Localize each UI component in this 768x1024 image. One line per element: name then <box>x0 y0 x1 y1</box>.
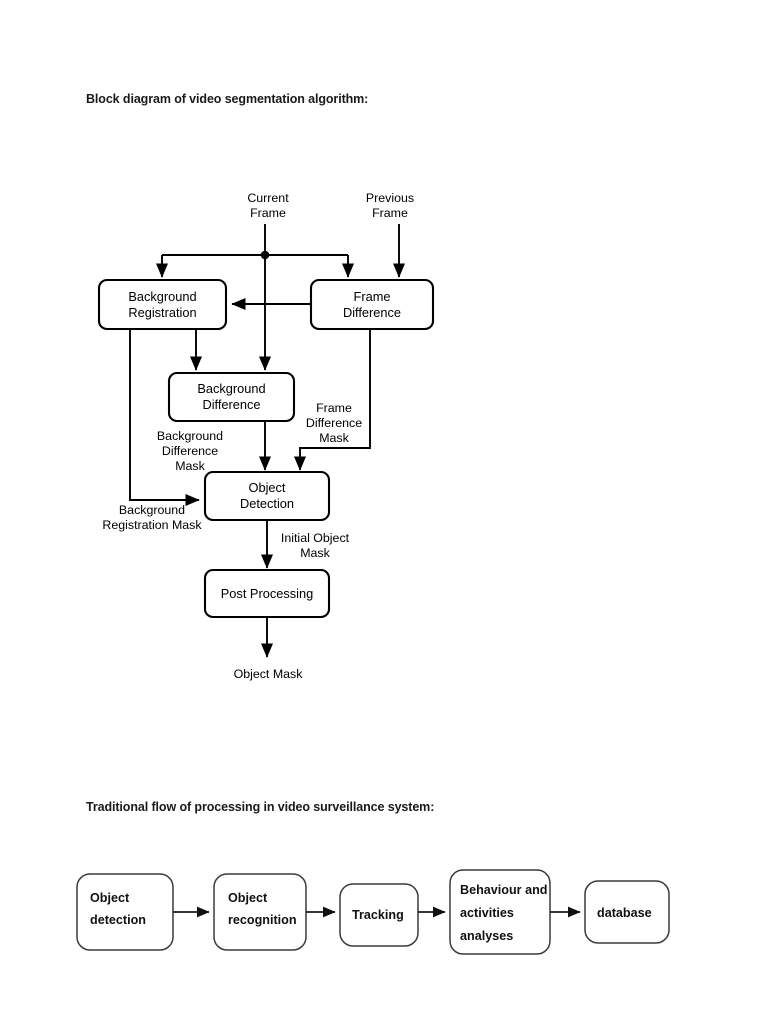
post-processing-label: Post Processing <box>221 586 313 601</box>
background-difference-label-line1: Background <box>197 381 265 396</box>
section-heading-block-diagram: Block diagram of video segmentation algo… <box>86 92 369 106</box>
label-background-registration-mask: Background Registration Mask <box>102 503 202 532</box>
junction-dot <box>260 250 270 260</box>
object-mask-output-label: Object Mask <box>234 667 304 681</box>
stage-object-detection[interactable]: Object detection <box>76 873 174 951</box>
object-recognition-stage-line1: Object <box>228 891 268 905</box>
edge-background-registration-mask-to-object-detection <box>129 329 200 507</box>
initial-object-mask-line2: Mask <box>300 546 330 560</box>
frame-difference-mask-line3: Mask <box>319 431 349 445</box>
background-registration-label-line1: Background <box>128 289 196 304</box>
tracking-stage-line1: Tracking <box>352 908 404 922</box>
stage-tracking[interactable]: Tracking <box>339 883 419 947</box>
previous-frame-label-line2: Frame <box>372 206 408 220</box>
surveillance-flow-diagram: Object detection Object recognition Trac… <box>0 860 720 970</box>
object-detection-label-line2: Detection <box>240 496 294 511</box>
segmentation-diagram-svg: Current Frame Previous Frame <box>97 191 435 681</box>
database-stage-line1: database <box>597 906 652 920</box>
frame-difference-mask-line1: Frame <box>316 401 352 415</box>
block-background-registration[interactable]: Background Registration <box>97 278 228 331</box>
background-registration-box[interactable] <box>97 278 228 331</box>
frame-difference-label-line1: Frame <box>354 289 391 304</box>
edge-frame-difference-mask-to-object-detection <box>293 329 371 471</box>
label-initial-object-mask: Initial Object Mask <box>281 531 350 560</box>
stage-object-recognition[interactable]: Object recognition <box>213 873 307 951</box>
object-detection-stage-line2: detection <box>90 913 146 927</box>
section-heading-surveillance-flow: Traditional flow of processing in video … <box>86 800 435 814</box>
background-difference-box[interactable] <box>167 371 296 423</box>
video-segmentation-block-diagram: Current Frame Previous Frame <box>0 170 560 700</box>
background-difference-mask-line3: Mask <box>175 459 205 473</box>
database-stage-box[interactable] <box>584 880 670 944</box>
previous-frame-label-line1: Previous <box>366 191 414 205</box>
object-recognition-stage-line2: recognition <box>228 913 297 927</box>
input-current-frame: Current Frame <box>247 191 289 220</box>
initial-object-mask-line1: Initial Object <box>281 531 350 545</box>
block-post-processing[interactable]: Post Processing <box>203 568 331 619</box>
stage-database[interactable]: database <box>584 880 670 944</box>
background-difference-label-line2: Difference <box>202 397 260 412</box>
behaviour-stage-line1: Behaviour and <box>460 883 547 897</box>
frame-difference-mask-line2: Difference <box>306 416 362 430</box>
block-object-detection[interactable]: Object Detection <box>203 470 331 522</box>
behaviour-stage-line3: analyses <box>460 929 513 943</box>
background-registration-mask-line1: Background <box>119 503 185 517</box>
current-frame-label-line1: Current <box>247 191 289 205</box>
background-difference-mask-line2: Difference <box>162 444 218 458</box>
background-difference-mask-line1: Background <box>157 429 223 443</box>
block-background-difference[interactable]: Background Difference <box>167 371 296 423</box>
background-registration-mask-line2: Registration Mask <box>102 518 202 532</box>
current-frame-label-line2: Frame <box>250 206 286 220</box>
object-recognition-stage-box[interactable] <box>213 873 307 951</box>
label-background-difference-mask: Background Difference Mask <box>157 429 223 473</box>
object-detection-stage-box[interactable] <box>76 873 174 951</box>
frame-difference-label-line2: Difference <box>343 305 401 320</box>
tracking-stage-box[interactable] <box>339 883 419 947</box>
label-frame-difference-mask: Frame Difference Mask <box>306 401 362 445</box>
background-registration-label-line2: Registration <box>128 305 196 320</box>
object-detection-label-line1: Object <box>249 480 286 495</box>
surveillance-flow-svg: Object detection Object recognition Trac… <box>76 869 670 955</box>
stage-behaviour-activities-analyses[interactable]: Behaviour and activities analyses <box>449 869 551 955</box>
behaviour-stage-line2: activities <box>460 906 514 920</box>
block-frame-difference[interactable]: Frame Difference <box>309 278 435 331</box>
object-detection-stage-line1: Object <box>90 891 130 905</box>
input-previous-frame: Previous Frame <box>366 191 414 220</box>
